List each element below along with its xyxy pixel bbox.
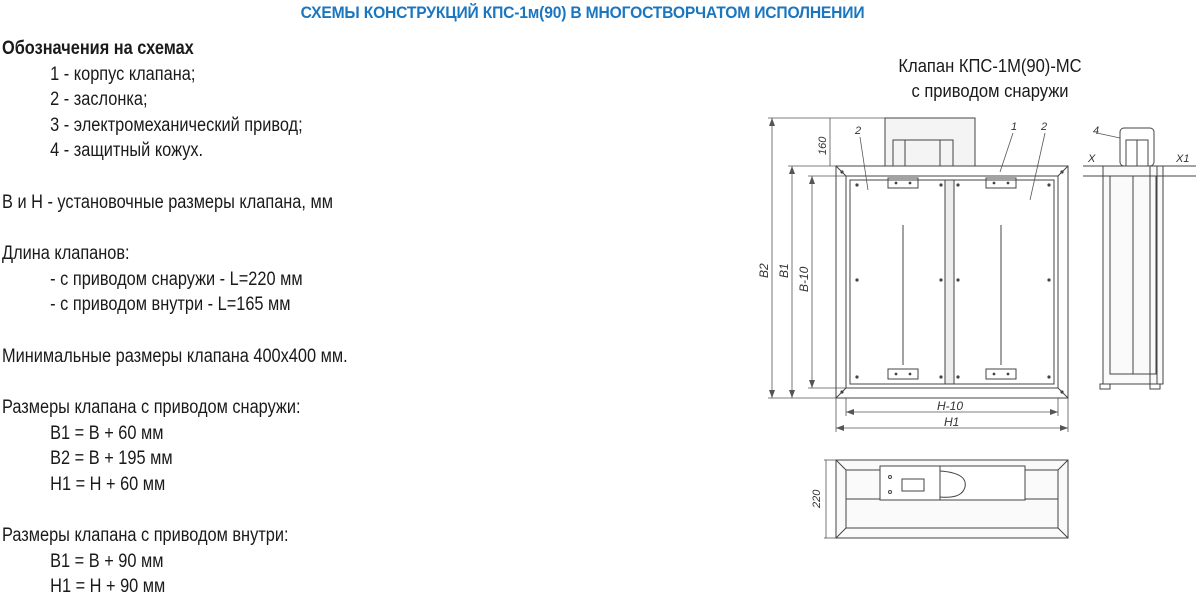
actuator-top: [879, 465, 941, 501]
valve-side-view: [1083, 127, 1196, 390]
blade-left: [849, 179, 946, 385]
callout-leaders: [859, 132, 1121, 201]
legend-heading: Обозначения на схемах: [2, 38, 194, 59]
legend-text-block: Обозначения на схемах 1 - корпус клапана…: [2, 36, 466, 600]
length-heading: Длина клапанов:: [2, 243, 130, 264]
dim-label-x1: X1: [1175, 153, 1189, 165]
blade-right: [953, 179, 1055, 385]
callout-4: 4: [1093, 125, 1099, 137]
dim-label-b10: B-10: [797, 266, 811, 292]
dim-label-220: 220: [811, 489, 823, 509]
caption-line-1: Клапан КПС-1М(90)-МС: [898, 56, 1082, 76]
legend-item: 2 - заслонка;: [50, 89, 148, 110]
dim-label-b1: B1: [777, 263, 791, 278]
caption-line-2: с приводом снаружи: [911, 81, 1069, 101]
inside-sizes-heading: Размеры клапана с приводом внутри:: [2, 525, 289, 546]
page-title: СХЕМЫ КОНСТРУКЦИЙ КПС-1м(90) В МНОГОСТВО…: [300, 3, 865, 22]
legend-item: 4 - защитный кожух.: [50, 140, 204, 161]
outside-size-formula: B1 = B + 60 мм: [50, 422, 164, 444]
legend-item: 1 - корпус клапана;: [50, 63, 196, 85]
dim-label-b2: B2: [757, 263, 771, 278]
valve-body-front-view: [835, 165, 1069, 399]
length-item: - с приводом снаружи - L=220 мм: [50, 268, 303, 290]
legend-item: 3 - электромеханический привод;: [50, 114, 303, 136]
inside-size-formula: B1 = B + 90 мм: [50, 550, 164, 572]
valve-top-view: [824, 459, 1069, 539]
outside-size-formula: B2 = B + 195 мм: [50, 448, 173, 469]
dim-label-160: 160: [817, 136, 829, 155]
outside-sizes-heading: Размеры клапана с приводом снаружи:: [2, 397, 301, 418]
dimensions-note: B и H - установочные размеры клапана, мм: [2, 191, 333, 213]
callout-2-right: 2: [1040, 121, 1047, 133]
callout-2-left: 2: [854, 125, 861, 137]
length-item: - с приводом внутри - L=165 мм: [50, 294, 291, 315]
outside-size-formula: H1 = H + 60 мм: [50, 473, 166, 495]
inside-size-formula: H1 = H + 90 мм: [50, 576, 166, 597]
actuator-housing-front: [884, 117, 976, 167]
min-size-note: Минимальные размеры клапана 400х400 мм.: [2, 345, 348, 367]
dimension-lines-front: [768, 117, 1069, 432]
drawing-caption: Клапан КПС-1М(90)-МС с приводом снаружи: [852, 54, 1128, 104]
dim-label-h1: H1: [944, 415, 959, 429]
screw-holes: [840, 170, 1064, 394]
dimension-arrows: [769, 118, 1068, 431]
dim-label-x: X: [1087, 153, 1096, 165]
dim-label-h10: H-10: [937, 399, 963, 413]
callout-1: 1: [1011, 121, 1017, 133]
